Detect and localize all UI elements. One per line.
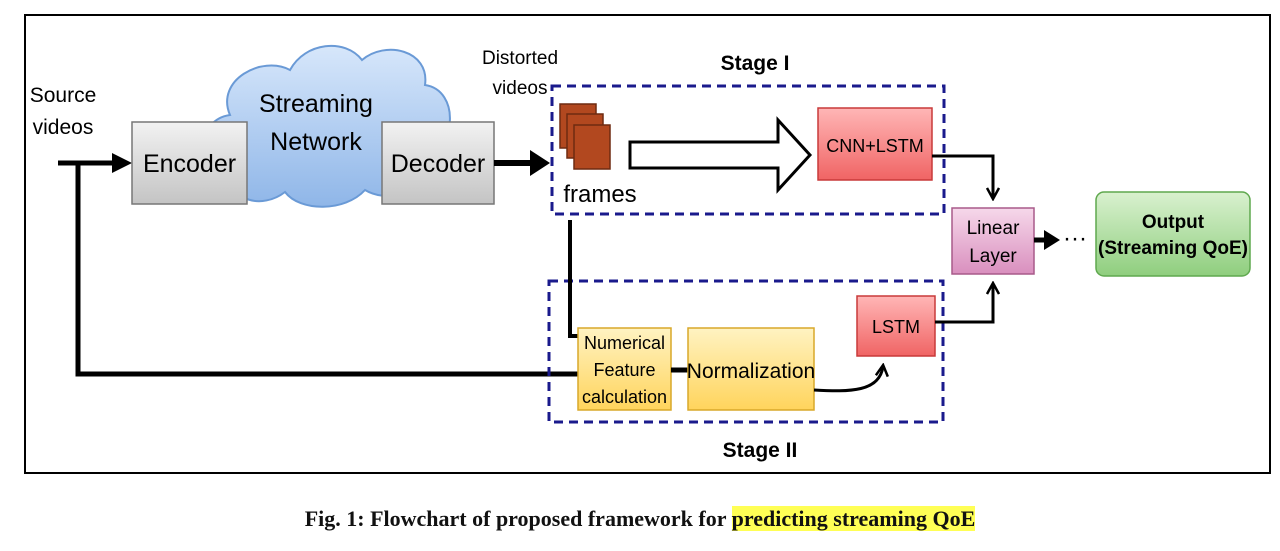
output-box: [1095, 191, 1251, 277]
lstm-label: LSTM: [872, 317, 920, 337]
linear-layer-label-line2: Layer: [969, 246, 1017, 267]
numerical-feature-label-line1: Numerical: [584, 333, 665, 353]
encoder-box: [131, 121, 248, 205]
network-label-line1: Streaming: [259, 90, 373, 118]
decoder-box: [381, 121, 495, 205]
stage-2-label: Stage II: [723, 439, 798, 462]
figure-caption: Fig. 1: Flowchart of proposed framework …: [0, 506, 1280, 532]
linear-to-output-arrowhead: [1044, 230, 1060, 250]
ellipsis-label: ···: [1063, 225, 1087, 252]
stage-1-box: [550, 84, 946, 216]
frames-label: frames: [563, 181, 636, 208]
lstm-box: [856, 295, 936, 357]
cnn-lstm-label: CNN+LSTM: [826, 136, 924, 156]
source-videos-label-line1: Source: [30, 84, 97, 107]
distorted-videos-label-line2: videos: [493, 78, 548, 99]
numerical-feature-label-line3: calculation: [582, 387, 667, 407]
source-to-encoder-arrowhead: [112, 153, 132, 173]
output-label-line1: Output: [1142, 212, 1205, 233]
distorted-videos-label-line1: Distorted: [482, 48, 558, 69]
cnn-lstm-box: [817, 107, 933, 181]
stage-2-box: [547, 279, 945, 424]
numerical-feature-label-line2: Feature: [593, 360, 655, 380]
caption-prefix: Fig. 1: Flowchart of proposed framework …: [304, 506, 727, 531]
normalization-to-lstm-arrow: [813, 366, 883, 393]
numerical-feature-box: [577, 327, 672, 411]
cnn-to-linear-arrow: [932, 154, 993, 198]
source-videos-label-line2: videos: [33, 116, 94, 139]
caption-highlight: predicting streaming QoE: [731, 506, 976, 531]
normalization-label: Normalization: [687, 360, 815, 383]
stage-1-label: Stage I: [721, 52, 790, 75]
normalization-box: [687, 327, 815, 411]
frames-to-cnn-hollow-arrow: [628, 116, 813, 194]
output-label-line2: (Streaming QoE): [1098, 238, 1248, 259]
linear-layer-label-line1: Linear: [967, 218, 1020, 239]
network-label-line2: Network: [270, 128, 362, 156]
decoder-to-frames-arrowhead: [530, 150, 550, 176]
frames-icon: [559, 103, 611, 170]
encoder-label: Encoder: [143, 150, 236, 178]
lstm-to-linear-arrow: [935, 284, 993, 324]
decoder-label: Decoder: [391, 150, 486, 178]
